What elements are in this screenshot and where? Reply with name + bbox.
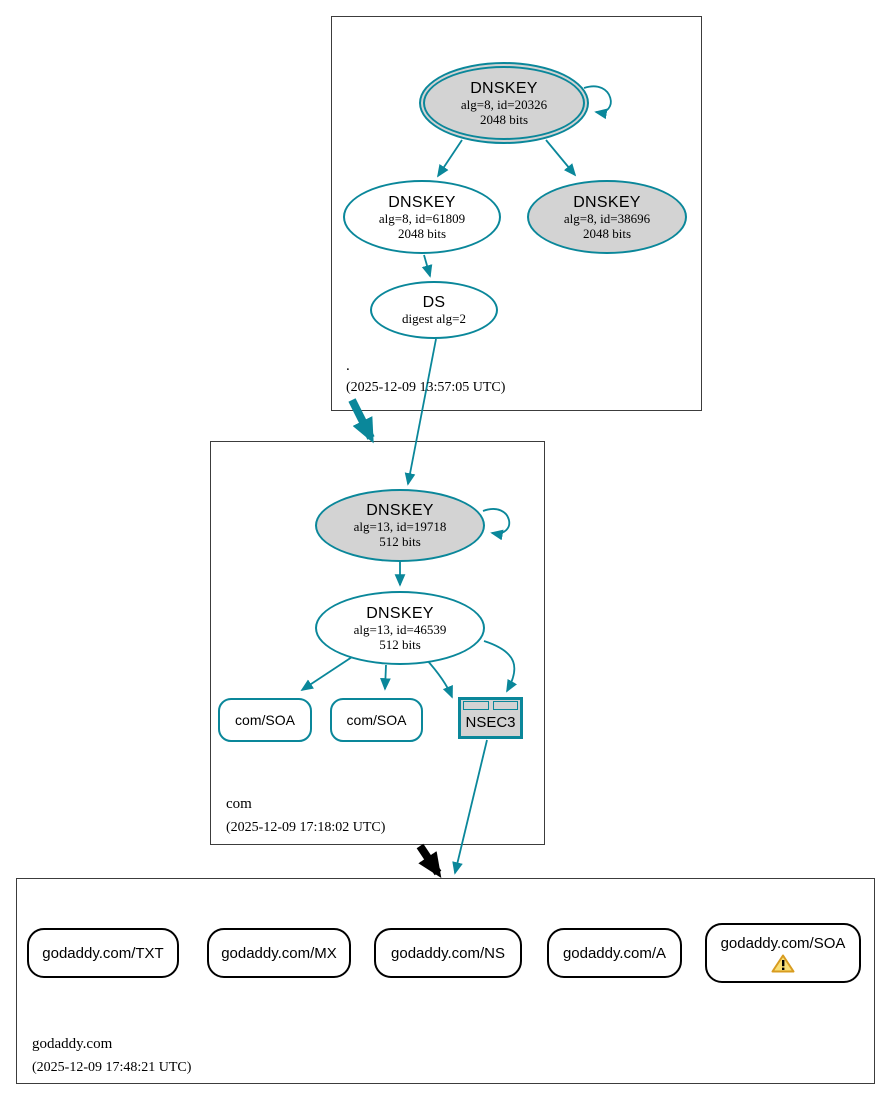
node-detail: digest alg=2 — [401, 311, 467, 326]
arrow-delegation-com-to-godaddy — [416, 843, 442, 878]
zone-timestamp-godaddy: (2025-12-09 17:48:21 UTC) — [32, 1060, 192, 1075]
zone-label-com: com — [226, 796, 252, 812]
nsec3-label: NSEC3 — [465, 713, 516, 731]
node-root-dnskey-zsk[interactable]: DNSKEY alg=8, id=61809 2048 bits — [343, 180, 501, 254]
node-detail: alg=8, id=20326 — [460, 96, 548, 112]
node-title: DS — [422, 294, 446, 311]
node-com-soa-1[interactable]: com/SOA — [218, 698, 312, 742]
node-detail: 512 bits — [379, 534, 421, 549]
node-com-dnskey-zsk[interactable]: DNSKEY alg=13, id=46539 512 bits — [315, 591, 485, 665]
node-detail: alg=8, id=38696 — [563, 210, 651, 226]
node-root-dnskey-ksk[interactable]: DNSKEY alg=8, id=20326 2048 bits — [419, 62, 589, 144]
node-title: DNSKEY — [388, 193, 456, 211]
node-title: DNSKEY — [366, 502, 434, 519]
node-godaddy-ns[interactable]: godaddy.com/NS — [374, 928, 522, 978]
node-detail: alg=8, id=61809 — [378, 210, 466, 226]
node-godaddy-mx[interactable]: godaddy.com/MX — [207, 928, 351, 978]
zone-box-com — [210, 441, 545, 845]
node-detail: alg=13, id=46539 — [353, 621, 447, 637]
zone-timestamp-com: (2025-12-09 17:18:02 UTC) — [226, 820, 386, 835]
nsec3-header-cells — [463, 701, 518, 710]
zone-box-root — [331, 16, 702, 411]
node-title: DNSKEY — [470, 79, 538, 97]
node-detail: 512 bits — [379, 636, 421, 652]
node-detail: 2048 bits — [582, 225, 632, 241]
zone-label-root: . — [346, 358, 350, 374]
node-root-ds[interactable]: DS digest alg=2 — [370, 281, 498, 339]
node-detail: 2048 bits — [397, 225, 447, 241]
node-godaddy-a[interactable]: godaddy.com/A — [547, 928, 682, 978]
node-com-dnskey-ksk[interactable]: DNSKEY alg=13, id=19718 512 bits — [315, 489, 485, 562]
node-title: DNSKEY — [366, 604, 434, 622]
node-title: DNSKEY — [573, 193, 641, 211]
node-root-dnskey-38696[interactable]: DNSKEY alg=8, id=38696 2048 bits — [527, 180, 687, 254]
node-godaddy-soa[interactable]: godaddy.com/SOA — [705, 923, 861, 983]
node-com-nsec3[interactable]: NSEC3 — [458, 697, 523, 739]
nsec3-cell-left — [463, 701, 489, 710]
warning-icon — [771, 954, 795, 973]
zone-label-godaddy: godaddy.com — [32, 1036, 113, 1052]
node-com-soa-2[interactable]: com/SOA — [330, 698, 423, 742]
node-godaddy-txt[interactable]: godaddy.com/TXT — [27, 928, 179, 978]
zone-timestamp-root: (2025-12-09 13:57:05 UTC) — [346, 380, 506, 395]
node-detail: alg=13, id=19718 — [353, 519, 447, 534]
nsec3-cell-right — [492, 701, 518, 710]
node-label: godaddy.com/SOA — [720, 935, 846, 952]
node-detail: 2048 bits — [479, 111, 529, 127]
zone-box-godaddy — [16, 878, 875, 1084]
